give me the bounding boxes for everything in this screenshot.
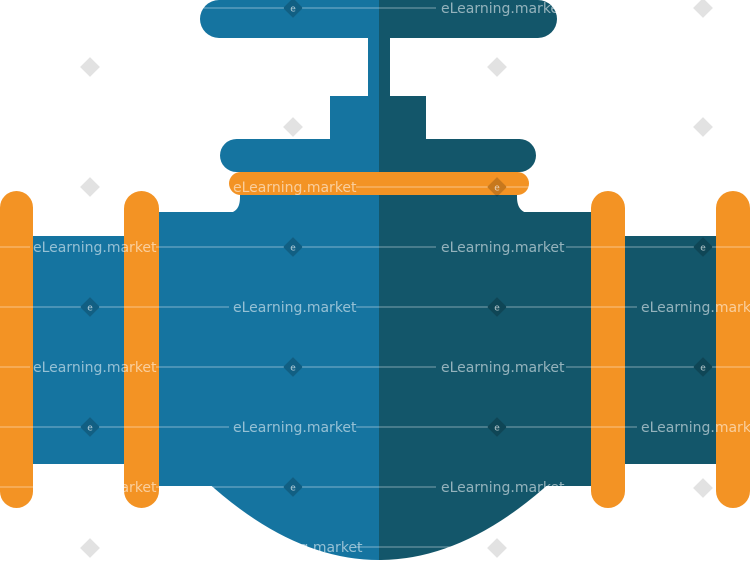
valve-collar — [229, 172, 529, 195]
watermark-diamond-icon — [283, 117, 303, 137]
watermark-text: eLearning.market — [233, 180, 357, 196]
watermark-logo-letter: e — [290, 5, 296, 15]
watermark-diamond-icon — [693, 0, 713, 18]
watermark-text: eLearning.market — [441, 240, 565, 256]
watermark-logo-letter: e — [290, 484, 296, 494]
flange-right-outer — [716, 191, 750, 508]
watermark-text: eLearning.market — [33, 240, 157, 256]
watermark-diamond-icon — [487, 538, 507, 558]
watermark-logo-letter: e — [290, 244, 296, 254]
watermark-diamond-icon — [80, 57, 100, 77]
watermark-logo-icon — [80, 417, 100, 437]
watermark-diamond-icon — [487, 57, 507, 77]
watermark-diamond-icon — [80, 538, 100, 558]
watermark-logo-letter: e — [87, 424, 93, 434]
watermark-diamond-icon — [693, 117, 713, 137]
watermark-text: eLearning.market — [233, 420, 357, 436]
watermark-text: eLearning.market — [641, 420, 750, 436]
watermark-text: eLearning.market — [441, 480, 565, 496]
watermark-logo-letter: e — [494, 424, 500, 434]
watermark-diamond-icon — [693, 478, 713, 498]
watermark-text: eLearning.market — [641, 300, 750, 316]
watermark-logo-icon — [487, 297, 507, 317]
flange-left-inner — [124, 191, 159, 508]
watermark-logo-icon — [283, 357, 303, 377]
watermark-diamond-icon — [80, 177, 100, 197]
watermark-logo-icon — [283, 0, 303, 18]
watermark-text: eLearning.market — [33, 360, 157, 376]
flange-left-outer — [0, 191, 33, 508]
watermark-text: eLearning.market — [441, 360, 565, 376]
watermark-logo-icon — [693, 357, 713, 377]
watermark-logo-letter: e — [700, 364, 706, 374]
flange-right-inner — [591, 191, 625, 508]
watermark-logo-icon — [487, 177, 507, 197]
watermark-text: eLearning.market — [441, 1, 565, 17]
watermark-logo-letter: e — [290, 364, 296, 374]
watermark-logo-icon — [283, 477, 303, 497]
watermark-logo-icon — [283, 237, 303, 257]
watermark-logo-letter: e — [700, 244, 706, 254]
watermark-logo-icon — [80, 297, 100, 317]
watermark-logo-icon — [487, 417, 507, 437]
watermark-text: eLearning.market — [33, 480, 157, 496]
watermark-logo-letter: e — [87, 304, 93, 314]
watermark-logo-letter: e — [494, 184, 500, 194]
watermark-text: eLearning.market — [233, 300, 357, 316]
watermark-text: eLearning.market — [239, 540, 363, 556]
watermark-logo-letter: e — [494, 304, 500, 314]
